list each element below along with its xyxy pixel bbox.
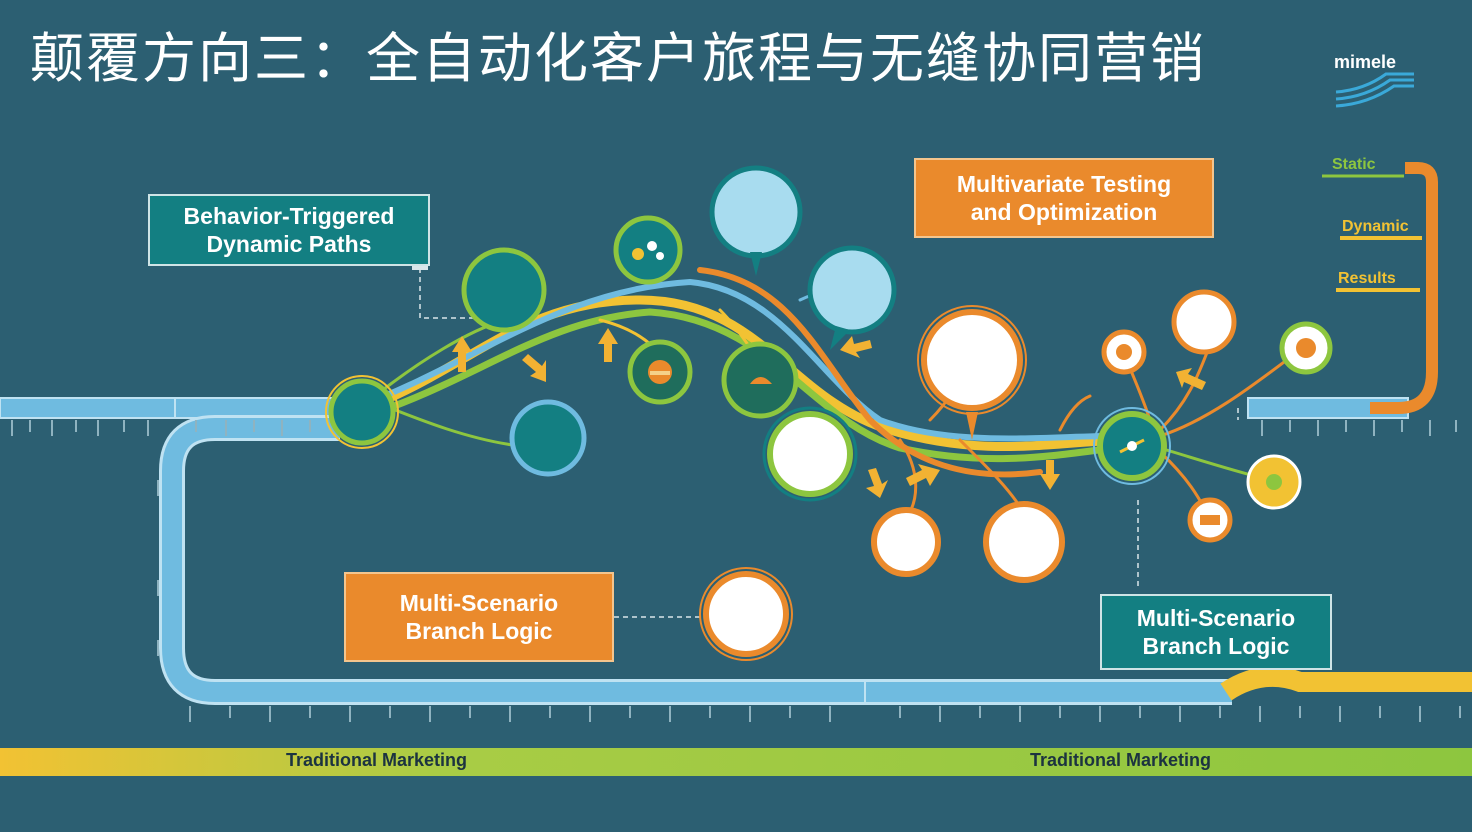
journey-nodes — [325, 165, 1333, 661]
brand-logo: mimele — [1334, 52, 1424, 112]
branch-logic-box-left: Multi-Scenario Branch Logic — [344, 572, 614, 662]
node-small-2 — [1171, 289, 1237, 355]
node-choice-1 — [627, 339, 693, 405]
legend-results: Results — [1338, 270, 1396, 287]
node-customer — [917, 305, 1027, 440]
node-small-4 — [1246, 454, 1302, 510]
node-branch — [699, 567, 793, 661]
node-behavior-1 — [461, 247, 547, 333]
multivariate-testing-box: Multivariate Testing and Optimization — [914, 158, 1214, 238]
legend-bars — [1322, 174, 1422, 292]
band-label-right: Traditional Marketing — [1030, 750, 1212, 770]
node-engagement — [807, 245, 897, 350]
node-small-1 — [1101, 329, 1147, 375]
band-label-left: Traditional Marketing — [286, 750, 468, 770]
page-title: 颠覆方向三：全自动化客户旅程与无缝协同营销 — [30, 27, 1206, 90]
connector-tab — [412, 262, 428, 270]
node-behavior-paths — [709, 165, 803, 276]
node-choice-2 — [721, 341, 799, 419]
node-case — [871, 507, 941, 577]
behavior-triggered-box: Behavior-Triggered Dynamic Paths — [148, 194, 430, 266]
node-small-3 — [1279, 321, 1333, 375]
node-small-5 — [1187, 497, 1233, 543]
node-trigger — [613, 215, 683, 285]
branch-logic-box-right: Multi-Scenario Branch Logic — [1100, 594, 1332, 670]
node-segment — [509, 399, 587, 477]
node-hub — [1093, 407, 1171, 485]
wave-logo-icon — [1335, 72, 1414, 108]
node-smart-search — [983, 501, 1065, 583]
legend-dynamic: Dynamic — [1342, 218, 1409, 235]
legend-static: Static — [1332, 156, 1376, 173]
traditional-track — [0, 162, 1472, 722]
logo-text: mimele — [1334, 52, 1397, 72]
node-entry — [325, 375, 399, 449]
node-smart-touch — [762, 406, 858, 502]
traditional-marketing-band — [0, 748, 1472, 776]
